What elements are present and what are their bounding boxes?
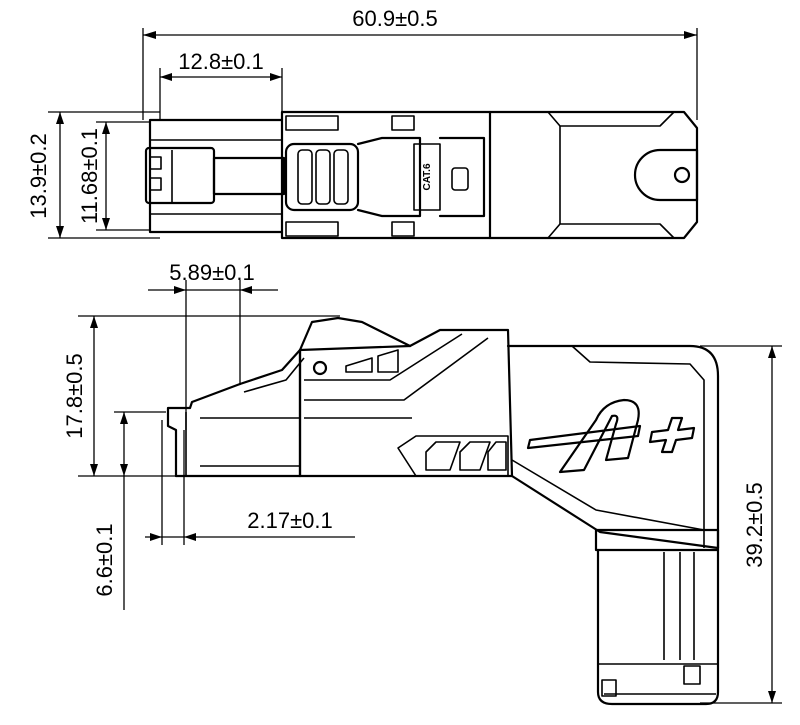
side-view-plug	[166, 382, 302, 478]
top-view-boot	[488, 110, 699, 240]
side-view-latch	[238, 316, 412, 393]
top-view-plug	[144, 118, 286, 234]
top-inner-height-label: 11.68±0.1	[77, 128, 102, 224]
top-view: 60.9±0.5 12.8±0.1 13.9±0.2 11.68±0.	[26, 6, 699, 240]
side-view-cable-exit	[594, 528, 720, 706]
latch-width-dimension: 5.89±0.1	[148, 260, 278, 430]
plug-length-dimension: 12.8±0.1	[159, 49, 283, 120]
side-view-boot	[506, 344, 720, 550]
side-height-label: 17.8±0.5	[62, 353, 87, 438]
top-height-label: 13.9±0.2	[26, 133, 51, 218]
overall-length-label: 60.9±0.5	[352, 6, 437, 31]
brand-logo	[526, 398, 696, 474]
boot-screw-icon	[673, 166, 691, 184]
plug-height-label: 6.6±0.1	[92, 523, 117, 596]
plug-height-dimension: 6.6±0.1	[92, 411, 166, 610]
plug-length-label: 12.8±0.1	[178, 49, 263, 74]
body-screw-icon	[312, 360, 328, 376]
side-view: 5.89±0.1 17.8±0.5 6.6±0.1 2.17±0.1	[62, 260, 782, 706]
side-view-body	[298, 328, 514, 478]
top-view-body: CAT.6	[280, 110, 492, 240]
category-label: CAT.6	[422, 163, 433, 190]
tab-width-dimension: 2.17±0.1	[145, 420, 355, 545]
overall-length-dimension: 60.9±0.5	[143, 6, 697, 39]
side-height-dimension: 17.8±0.5	[62, 315, 340, 477]
latch-width-label: 5.89±0.1	[169, 260, 254, 285]
total-height-dimension: 39.2±0.5	[700, 345, 782, 704]
top-height-dimension: 13.9±0.2	[26, 111, 160, 239]
total-height-label: 39.2±0.5	[742, 482, 767, 567]
top-inner-height-dimension: 11.68±0.1	[77, 121, 150, 231]
tab-width-label: 2.17±0.1	[247, 508, 332, 533]
